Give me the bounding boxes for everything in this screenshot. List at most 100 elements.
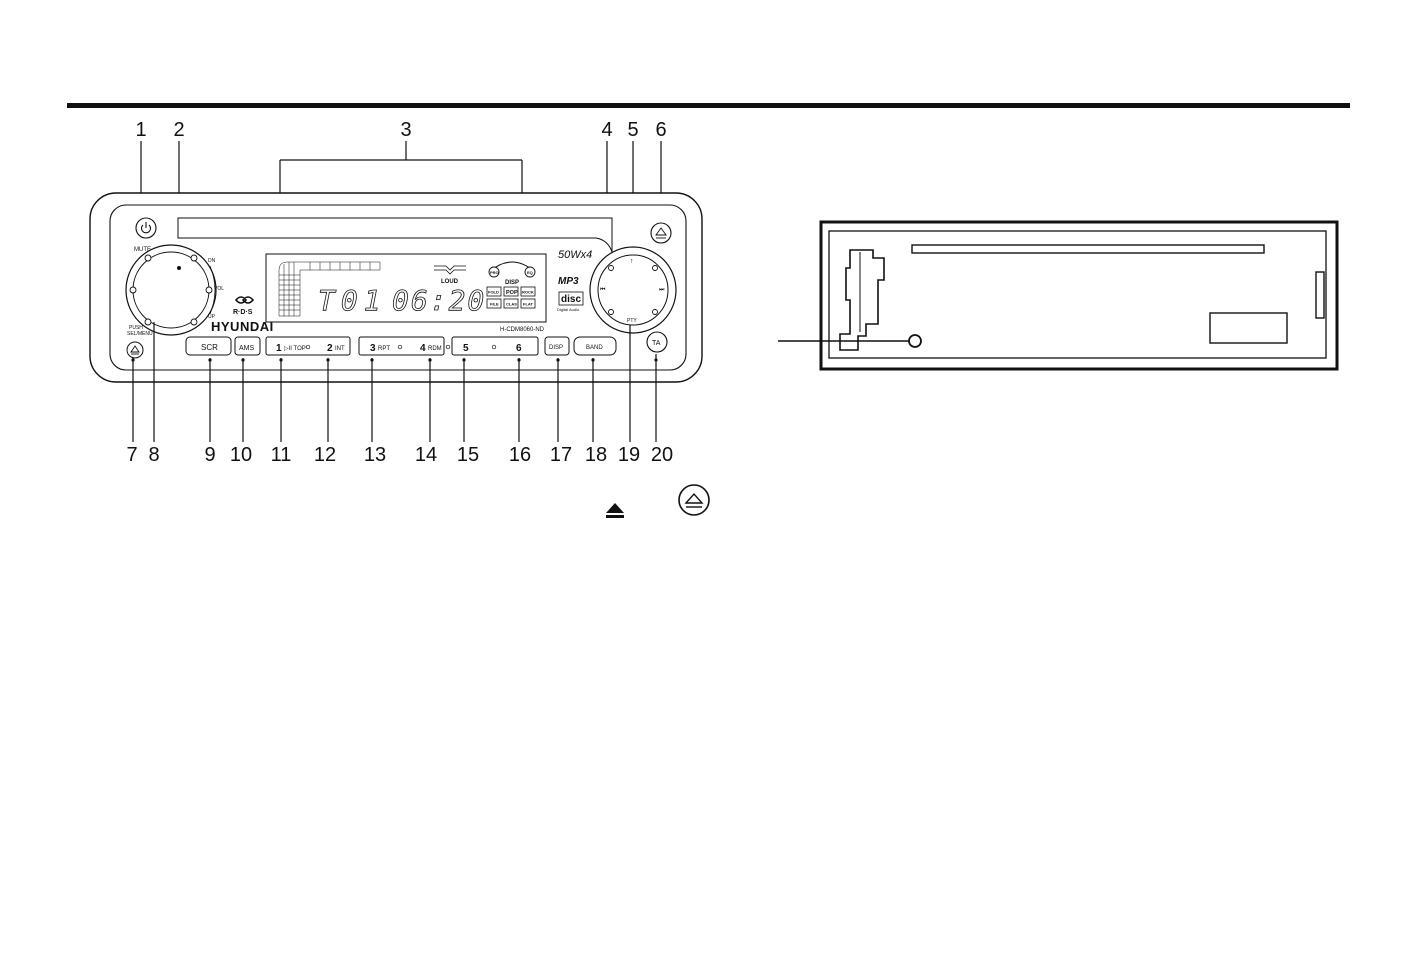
chassis-diagram	[819, 220, 1339, 371]
callout-7: 7	[126, 444, 137, 466]
bottom-callouts: 7 8 9 10 11 12 13 14 15 16 17 18 19 20	[126, 444, 673, 466]
reset-hole	[908, 334, 922, 348]
svg-text:RPT: RPT	[378, 346, 390, 352]
svg-text:AMS: AMS	[239, 345, 255, 352]
callout-17: 17	[550, 444, 572, 466]
lcd-display: T01 06:20 LOUD PRO EQ DISP FOLD POP	[265, 253, 547, 323]
svg-text:disc: disc	[561, 294, 581, 305]
vol-label: VOL	[214, 286, 224, 292]
callout-19: 19	[618, 444, 640, 466]
volume-scale: DN VOL UP	[208, 258, 224, 320]
rds-logo: R·D·S	[233, 296, 255, 316]
eject-triangle-icon	[606, 503, 624, 518]
eject-icon	[130, 345, 140, 355]
brand-logo: HYUNDAI	[211, 319, 274, 334]
callout-6: 6	[655, 119, 666, 141]
sel-menu-label: SEL/MENU	[127, 331, 153, 337]
power-icon	[140, 222, 152, 234]
header-rule	[67, 103, 1350, 108]
callout-11: 11	[271, 444, 292, 466]
ta-button[interactable]: TA	[646, 331, 668, 353]
callout-1: 1	[135, 119, 146, 141]
callout-5: 5	[627, 119, 638, 141]
svg-text:3: 3	[370, 343, 376, 354]
bottom-leader-lines	[132, 322, 657, 442]
svg-text:SCR: SCR	[201, 343, 218, 352]
chassis-window	[1209, 312, 1288, 344]
svg-text:Digital Audio: Digital Audio	[557, 307, 580, 312]
callout-16: 16	[509, 444, 531, 466]
lcd-track: T01	[318, 284, 387, 317]
power-rating: 50Wx4	[558, 249, 592, 261]
seek-prev-icon: ⏮	[600, 287, 606, 293]
spectrum-analyzer	[278, 261, 381, 317]
callout-14: 14	[415, 444, 437, 466]
compact-disc-logo: disc Digital Audio	[557, 291, 584, 312]
button-row: SCR AMS 1 ▷II TOP 2 INT 3 RPT 4 RDM 5	[185, 336, 617, 356]
model-label: H-CDM8060-ND	[500, 327, 545, 333]
mute-label: MUTE	[134, 247, 151, 253]
callout-2: 2	[173, 119, 184, 141]
callout-3: 3	[400, 119, 411, 141]
chassis-latch	[839, 249, 885, 351]
mp3-logo: MP3	[558, 276, 579, 287]
svg-text:BAND: BAND	[586, 345, 603, 351]
svg-text:2: 2	[327, 343, 333, 354]
eject-circle-icon	[678, 484, 710, 516]
push-label: PUSH	[129, 325, 143, 331]
svg-text:TA: TA	[652, 340, 661, 347]
svg-text:CLAS: CLAS	[506, 302, 517, 307]
callout-15: 15	[457, 444, 479, 466]
svg-text:1: 1	[276, 343, 282, 354]
preset-1-2-button[interactable]: 1 ▷II TOP 2 INT	[265, 336, 351, 356]
callout-8: 8	[148, 444, 159, 466]
callout-9: 9	[204, 444, 215, 466]
svg-text:R·D·S: R·D·S	[233, 309, 253, 316]
power-button[interactable]	[135, 217, 157, 239]
preset-5-6-button[interactable]: 5 6	[451, 336, 539, 356]
chassis-disc-slot	[911, 244, 1265, 254]
eject-button[interactable]	[650, 222, 672, 244]
svg-text:▷II TOP: ▷II TOP	[284, 346, 306, 352]
dn-label: DN	[208, 258, 216, 264]
callout-4: 4	[601, 119, 612, 141]
ams-button[interactable]: AMS	[234, 336, 261, 356]
svg-text:ROCK: ROCK	[522, 290, 534, 295]
top-callouts: 1 2 3 4 5 6	[135, 119, 666, 141]
callout-13: 13	[364, 444, 386, 466]
svg-text:PRO: PRO	[490, 270, 499, 275]
leader-dots	[131, 358, 658, 362]
volume-knob[interactable]	[125, 244, 217, 336]
band-button[interactable]: BAND	[573, 336, 617, 356]
svg-text:6: 6	[516, 343, 522, 354]
svg-text:POP: POP	[506, 290, 518, 296]
svg-text:5: 5	[463, 343, 469, 354]
svg-text:EQ: EQ	[527, 270, 533, 275]
callout-20: 20	[651, 444, 673, 466]
callout-10: 10	[230, 444, 252, 466]
callout-12: 12	[314, 444, 336, 466]
scr-button[interactable]: SCR	[185, 336, 232, 356]
tune-up-icon: ↑	[630, 258, 634, 265]
release-button[interactable]	[126, 341, 144, 359]
svg-text:FOLD: FOLD	[488, 290, 499, 295]
eq-indicators: PRO EQ DISP FOLD POP ROCK FILE CLAS FLAT	[486, 261, 536, 309]
callout-18: 18	[585, 444, 607, 466]
eject-icon	[655, 227, 667, 239]
seek-next-icon: ⏭	[659, 287, 665, 293]
disp-button[interactable]: DISP	[544, 336, 570, 356]
svg-text:FILE: FILE	[490, 302, 499, 307]
preset-3-4-button[interactable]: 3 RPT 4 RDM	[358, 336, 451, 356]
svg-text:4: 4	[420, 343, 426, 354]
loud-indicator: LOUD	[434, 265, 466, 285]
pty-label: PTY	[627, 318, 637, 324]
chassis-side-connector	[1315, 271, 1325, 319]
svg-text:LOUD: LOUD	[441, 279, 459, 285]
tuning-knob[interactable]	[589, 246, 677, 334]
svg-text:DISP: DISP	[549, 345, 563, 351]
svg-text:FLAT: FLAT	[523, 302, 533, 307]
svg-text:INT: INT	[335, 346, 345, 352]
lcd-time: 06:20	[392, 284, 486, 317]
svg-text:DISP: DISP	[505, 280, 519, 286]
